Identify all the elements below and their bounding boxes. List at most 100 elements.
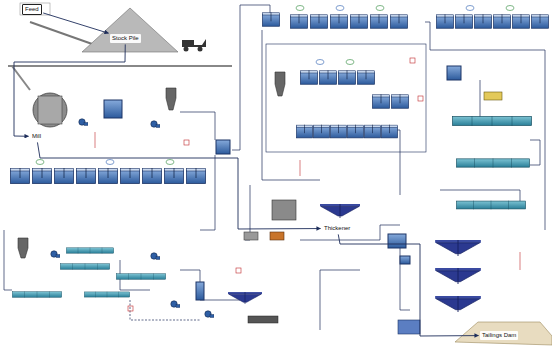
tank: [77, 168, 96, 184]
cells: [84, 292, 129, 298]
tank: [447, 66, 461, 80]
tank: [330, 14, 347, 28]
bubble: [466, 6, 474, 11]
thickener: [435, 296, 481, 312]
pump: [171, 301, 180, 308]
tank: [143, 168, 162, 184]
pipe: [425, 22, 545, 230]
cyclone: [275, 72, 285, 96]
tank: [290, 14, 307, 28]
circuit-frame: [266, 44, 426, 152]
tailings-pond: [455, 322, 552, 345]
bin: [244, 232, 258, 240]
bubble: [106, 160, 114, 165]
cells: [60, 263, 109, 269]
tank: [330, 125, 346, 138]
bubble: [316, 60, 324, 65]
tank: [390, 14, 407, 28]
pump: [151, 121, 160, 128]
tank: [370, 14, 387, 28]
tank: [381, 125, 397, 138]
filter-unit: [484, 92, 502, 100]
tag: [128, 306, 133, 311]
conveyor: [30, 22, 95, 45]
flow-connector: [37, 142, 320, 229]
bubble: [506, 6, 514, 11]
tank: [474, 14, 491, 28]
tank: [436, 14, 453, 28]
label-text: Thickener: [324, 225, 350, 232]
tank: [310, 14, 327, 28]
cells: [12, 291, 61, 297]
bubble: [336, 6, 344, 11]
tank: [388, 234, 406, 248]
flow-connector: [338, 234, 478, 336]
tank: [357, 70, 374, 84]
pipe: [300, 225, 400, 240]
process-label: Thickener: [322, 224, 352, 233]
dryer: [270, 232, 284, 240]
label-text: Tailings Dam: [482, 332, 516, 339]
tag: [184, 140, 189, 145]
pump: [51, 251, 60, 258]
tank: [493, 14, 510, 28]
tag: [418, 96, 423, 101]
loader-wheel: [184, 47, 189, 52]
pipe: [395, 130, 400, 195]
conveyor: [12, 66, 30, 90]
process-label: Stock Pile: [110, 34, 141, 43]
tank: [11, 168, 30, 184]
ball-mill: [33, 93, 67, 127]
flotation-section: [12, 238, 214, 318]
tank: [319, 70, 336, 84]
pipe: [4, 230, 12, 290]
pipe: [200, 155, 215, 230]
tank: [313, 125, 329, 138]
process-label: Tailings Dam: [480, 331, 518, 340]
inner-tank-rows: [296, 70, 408, 138]
label-text: Feed: [25, 6, 39, 13]
thickener: [435, 268, 481, 284]
tank: [400, 256, 410, 264]
pump: [205, 311, 214, 318]
cyclone: [18, 238, 28, 258]
label-text: Stock Pile: [112, 35, 139, 42]
pipe-network: [4, 5, 545, 330]
tank: [296, 125, 312, 138]
process-label: Mill: [30, 132, 43, 141]
filter-press: [272, 200, 296, 220]
process-label: Feed: [22, 4, 42, 15]
tag-ticks: [520, 252, 521, 270]
tag-ticks: [300, 160, 301, 176]
flow-connector: [14, 44, 125, 136]
cyclone: [166, 88, 176, 110]
conveyor-belt: [248, 316, 278, 323]
leach-tank-row: [11, 168, 206, 184]
pipe: [262, 30, 320, 180]
flotation-cells: [453, 116, 532, 126]
bubble: [36, 160, 44, 165]
bubble: [296, 6, 304, 11]
tank: [512, 14, 529, 28]
pump: [79, 119, 88, 126]
tank: [300, 70, 317, 84]
pipe: [530, 140, 540, 165]
column: [196, 282, 204, 300]
instrument-tags: [95, 58, 520, 311]
conveyor: [8, 65, 232, 67]
bubble: [346, 60, 354, 65]
cip-tank-row: [262, 12, 548, 28]
thickener: [320, 204, 360, 218]
tank: [262, 12, 279, 26]
tank: [55, 168, 74, 184]
feed-frame: [20, 3, 50, 15]
pipe: [320, 270, 360, 330]
thickener: [228, 292, 262, 304]
flotation-cells: [456, 201, 525, 210]
tag: [236, 268, 241, 273]
tank: [99, 168, 118, 184]
cells: [116, 273, 165, 279]
